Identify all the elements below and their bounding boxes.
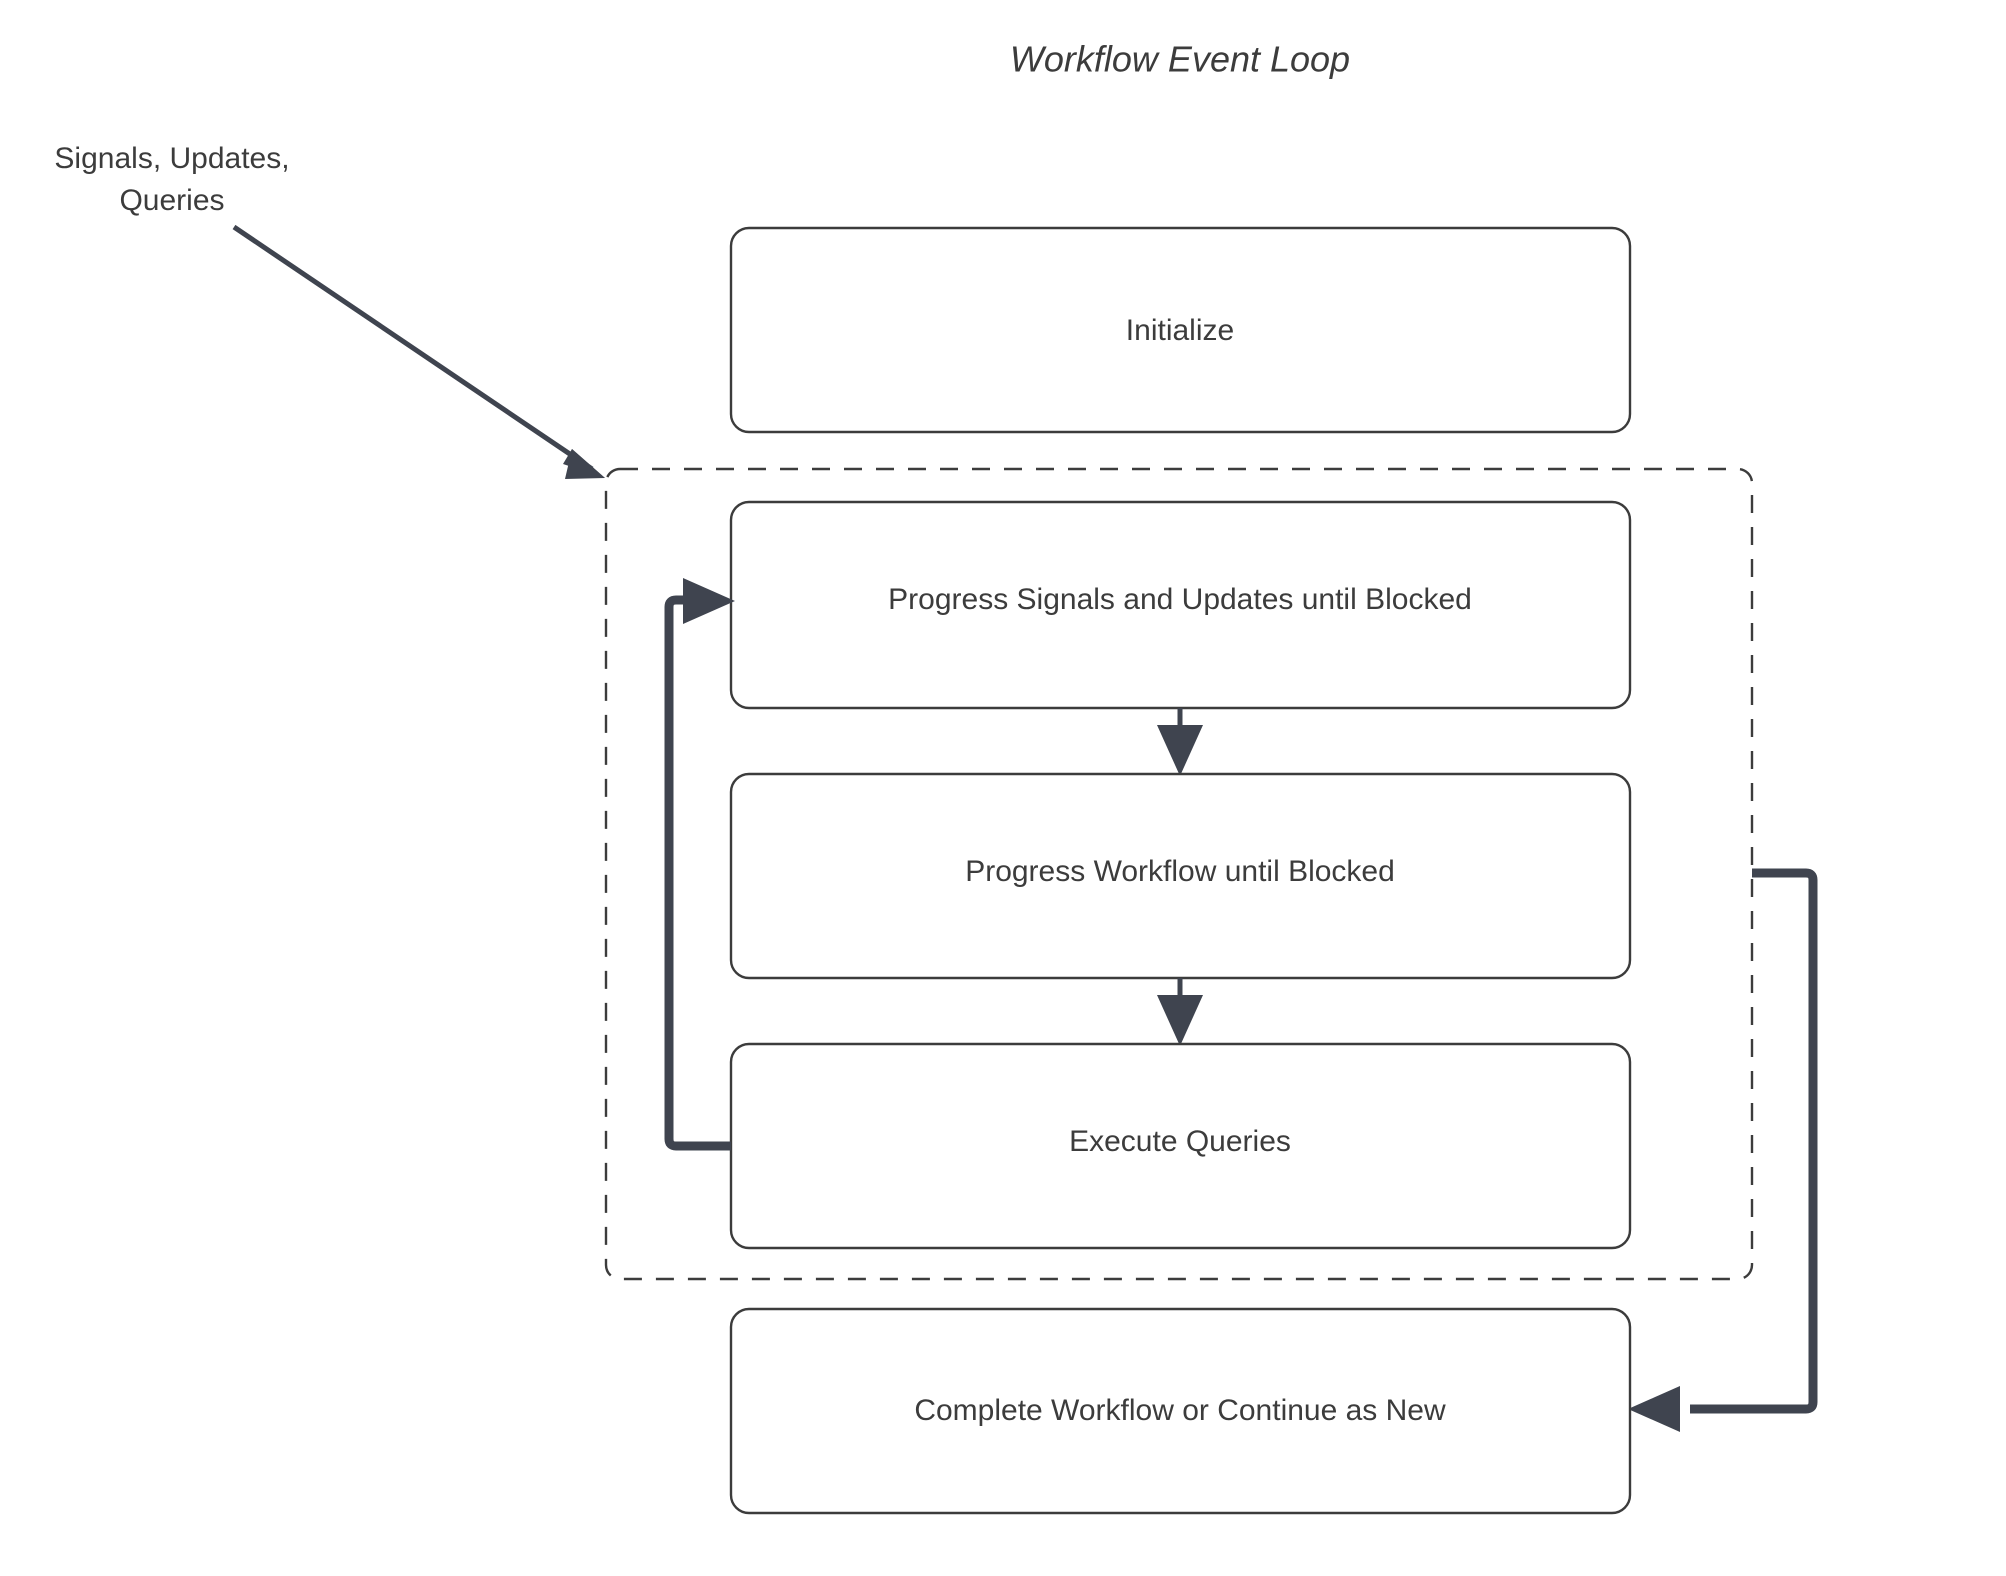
node-complete-workflow-label: Complete Workflow or Continue as New xyxy=(914,1394,1446,1427)
edge-progress-signals-to-progress-workflow xyxy=(1157,708,1203,776)
edge-execute-queries-to-progress-signals xyxy=(664,578,735,1151)
node-execute-queries[interactable]: Execute Queries xyxy=(729,1042,1632,1250)
node-progress-workflow[interactable]: Progress Workflow until Blocked xyxy=(729,772,1632,980)
external-input-label-line2: Queries xyxy=(119,184,224,217)
node-progress-signals-label: Progress Signals and Updates until Block… xyxy=(888,583,1472,616)
external-input-label-line1: Signals, Updates, xyxy=(54,142,289,175)
edge-group-to-complete-workflow xyxy=(1628,868,1818,1432)
node-progress-workflow-label: Progress Workflow until Blocked xyxy=(965,855,1395,888)
node-initialize-box[interactable] xyxy=(729,226,1632,434)
edge-progress-workflow-to-execute-queries xyxy=(1157,978,1203,1046)
node-initialize[interactable]: Initialize xyxy=(729,226,1632,434)
node-complete-workflow[interactable]: Complete Workflow or Continue as New xyxy=(729,1307,1632,1515)
node-execute-queries-label: Execute Queries xyxy=(1069,1125,1291,1158)
node-initialize-label: Initialize xyxy=(1126,314,1234,347)
edge-external-input-to-group xyxy=(232,224,605,479)
node-complete-workflow-box[interactable] xyxy=(729,1307,1632,1515)
node-progress-signals[interactable]: Progress Signals and Updates until Block… xyxy=(729,500,1632,710)
page-title: Workflow Event Loop xyxy=(1010,39,1350,80)
event-loop-group xyxy=(604,467,1754,1281)
